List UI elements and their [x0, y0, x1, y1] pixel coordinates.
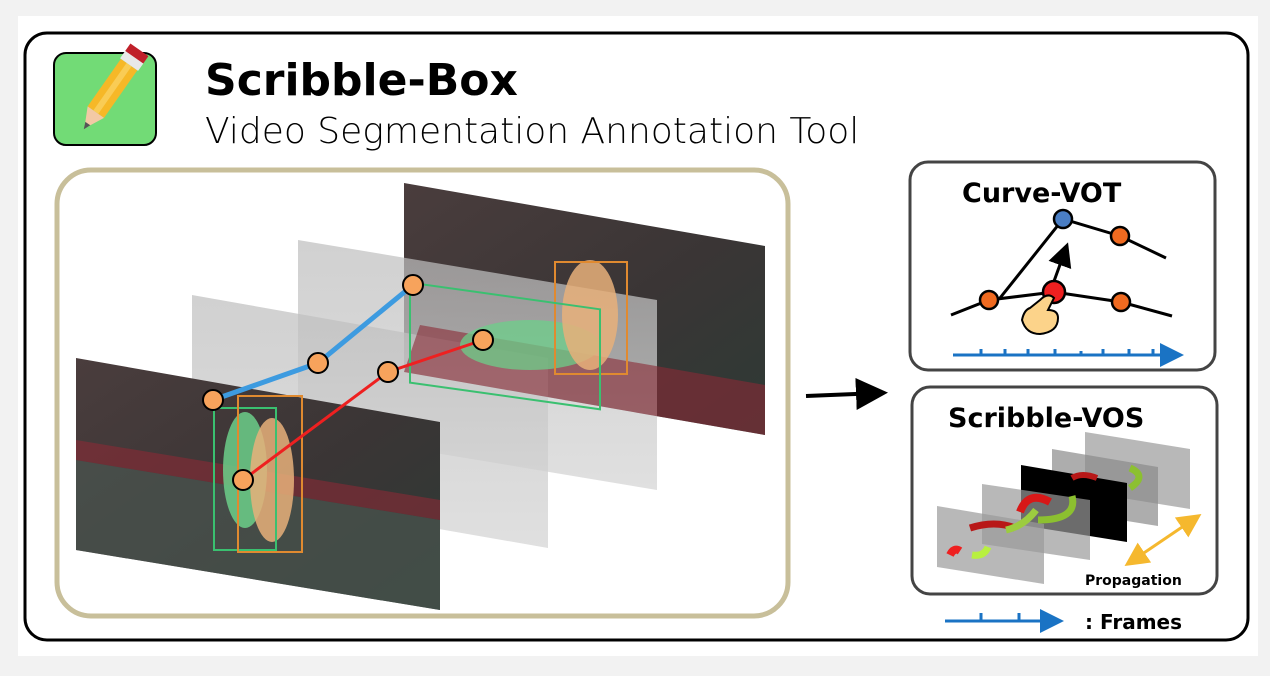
control-point[interactable]: [232, 469, 254, 491]
curve-vot-title: Curve-VOT: [962, 178, 1122, 209]
vot-point[interactable]: [978, 289, 1000, 311]
mask-orange: [250, 418, 294, 542]
frames-axis: [953, 343, 1184, 367]
frames-legend-arrow-icon: [945, 609, 1064, 633]
control-point[interactable]: [472, 329, 494, 351]
hand-pointer-icon: [1020, 294, 1060, 336]
propagation-label: Propagation: [1085, 573, 1182, 589]
control-point[interactable]: [202, 389, 224, 411]
updated-point[interactable]: [1052, 208, 1074, 230]
app-title: Scribble-Box: [205, 55, 518, 106]
control-point[interactable]: [377, 361, 399, 383]
propagation-arrow-icon: [1124, 513, 1202, 567]
arrow-right-icon: [805, 377, 888, 410]
vot-point[interactable]: [1110, 291, 1132, 313]
control-point[interactable]: [307, 352, 329, 374]
app-subtitle: Video Segmentation Annotation Tool: [205, 111, 859, 152]
pencil-icon: [53, 43, 157, 146]
frames-legend-label: : Frames: [1085, 610, 1182, 634]
scribble-frames: [937, 432, 1190, 584]
control-point[interactable]: [402, 274, 424, 296]
vot-point[interactable]: [1109, 225, 1131, 247]
scribble-vos-title: Scribble-VOS: [948, 403, 1144, 434]
